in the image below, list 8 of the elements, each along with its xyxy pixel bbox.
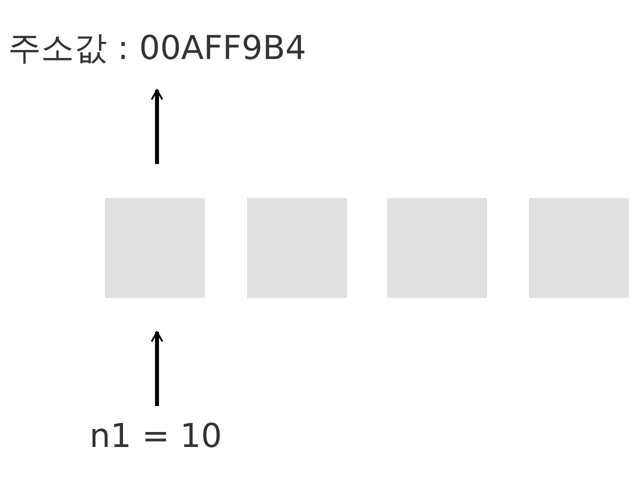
value-label: n1 = 10 — [90, 416, 222, 456]
arrow — [150, 89, 164, 164]
memory-cell — [387, 198, 487, 298]
value-label: 주소값 : 00AFF9B4 — [8, 28, 306, 68]
arrow — [150, 331, 164, 406]
memory-cell — [105, 198, 205, 298]
memory-cell — [529, 198, 629, 298]
memory-cell — [247, 198, 347, 298]
